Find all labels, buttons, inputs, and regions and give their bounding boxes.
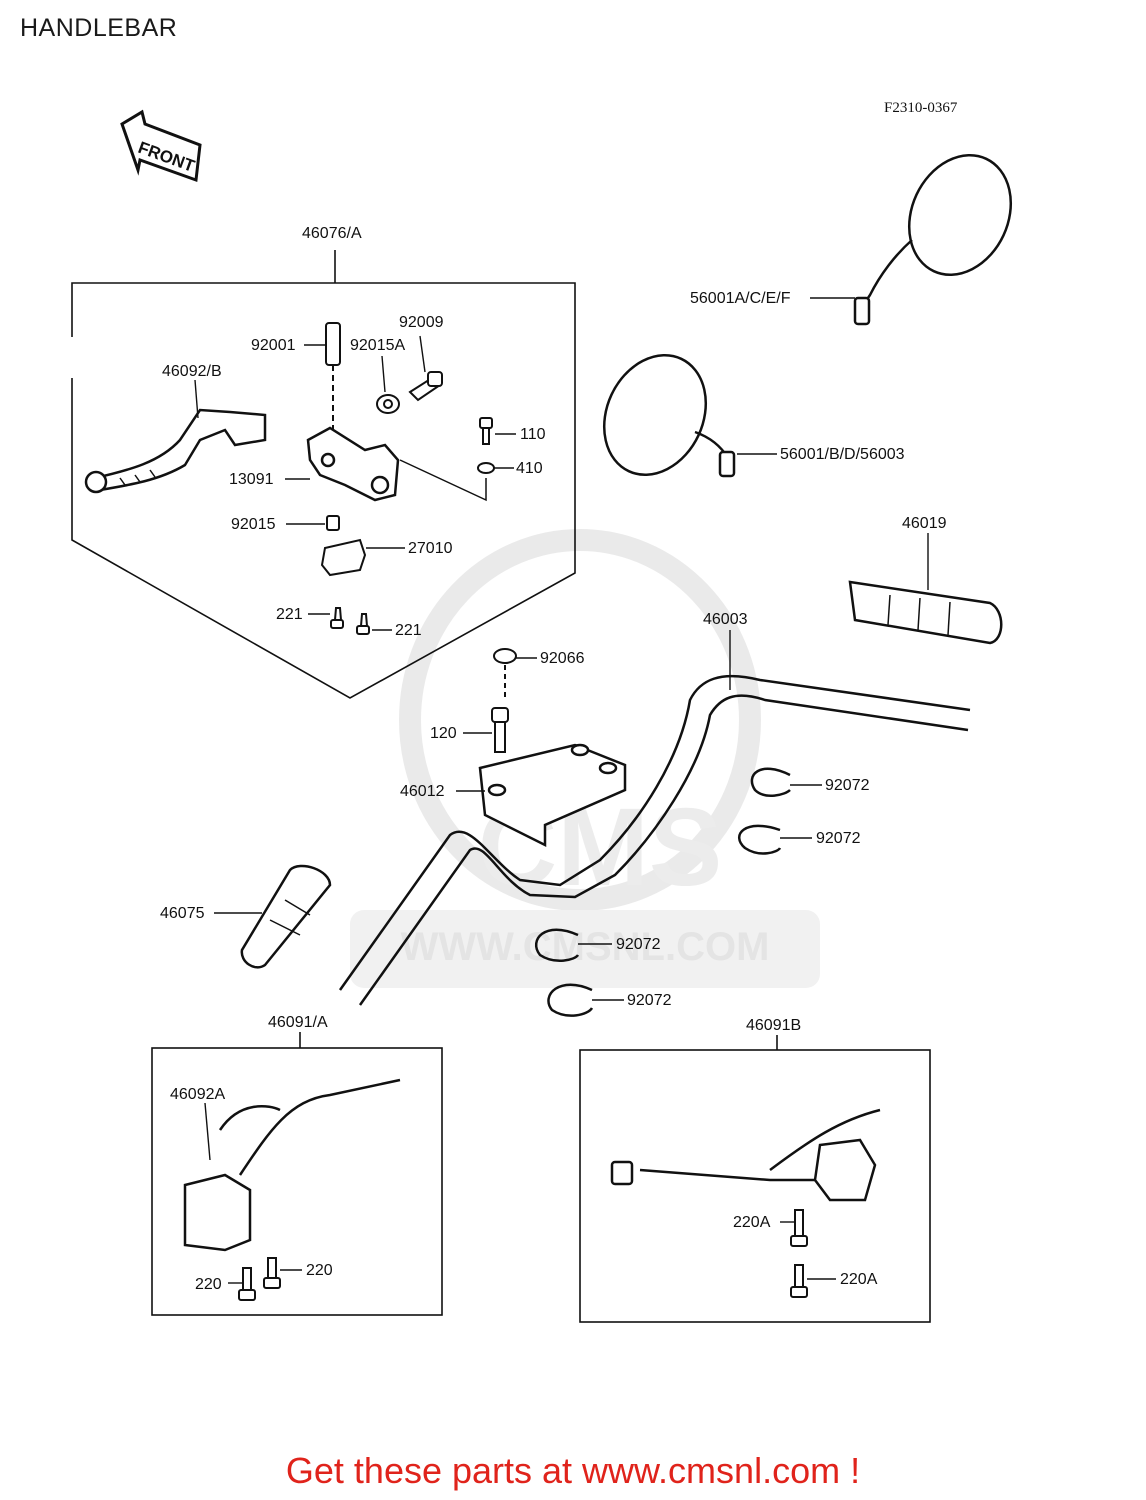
part-label-220-a[interactable]: 220 xyxy=(306,1262,333,1279)
part-label-92066[interactable]: 92066 xyxy=(540,650,585,667)
grip-right xyxy=(848,580,1003,645)
part-label-13091[interactable]: 13091 xyxy=(229,471,274,488)
promo-link[interactable]: Get these parts at www.cmsnl.com ! xyxy=(285,1450,861,1491)
group-label-lever-assembly[interactable]: 46076/A xyxy=(302,225,362,242)
group-label-right-switch[interactable]: 46091B xyxy=(746,1017,802,1034)
part-label-46003[interactable]: 46003 xyxy=(703,611,748,628)
part-label-92009[interactable]: 92009 xyxy=(399,314,444,331)
screws-221 xyxy=(330,607,370,635)
right-switch-box xyxy=(579,1035,931,1323)
part-label-27010[interactable]: 27010 xyxy=(408,540,453,557)
screws-220 xyxy=(238,1257,281,1301)
nut-92015 xyxy=(326,515,340,531)
cap-92066 xyxy=(493,648,517,700)
bolt-92001 xyxy=(325,322,341,430)
part-label-92072-b[interactable]: 92072 xyxy=(816,830,861,847)
mirror-left xyxy=(602,354,736,478)
part-label-220-b[interactable]: 220 xyxy=(195,1276,222,1293)
part-label-110[interactable]: 110 xyxy=(520,426,546,443)
part-label-46092b[interactable]: 46092/B xyxy=(162,363,222,380)
front-arrow-icon: FRONT xyxy=(120,109,202,183)
group-label-left-switch[interactable]: 46091/A xyxy=(268,1014,328,1031)
part-label-46075[interactable]: 46075 xyxy=(160,905,205,922)
part-label-92072-a[interactable]: 92072 xyxy=(825,777,870,794)
nut-410 xyxy=(399,459,495,502)
part-label-46092a[interactable]: 46092A xyxy=(170,1086,226,1103)
part-label-220a-b[interactable]: 220A xyxy=(840,1271,878,1288)
right-switch-housing xyxy=(610,1108,881,1202)
part-label-46019[interactable]: 46019 xyxy=(902,515,947,532)
bolt-120 xyxy=(491,707,509,753)
part-label-410[interactable]: 410 xyxy=(516,460,543,477)
left-switch-housing xyxy=(183,1078,401,1252)
part-label-220a-a[interactable]: 220A xyxy=(733,1214,771,1231)
handlebar-clamp xyxy=(478,743,627,848)
leader-lines xyxy=(194,297,929,1284)
handlebar-tube xyxy=(338,674,971,1006)
mirror-right xyxy=(853,154,1013,326)
switch-27010 xyxy=(320,538,367,577)
screw-92009 xyxy=(408,371,443,402)
part-label-46012[interactable]: 46012 xyxy=(400,783,445,800)
part-label-92072-d[interactable]: 92072 xyxy=(627,992,672,1009)
grip-left xyxy=(240,864,332,969)
part-label-120[interactable]: 120 xyxy=(430,725,457,742)
page-title: HANDLEBAR xyxy=(20,14,178,42)
clutch-lever xyxy=(84,408,267,494)
part-label-92001[interactable]: 92001 xyxy=(251,337,296,354)
part-label-221-b[interactable]: 221 xyxy=(395,622,422,639)
left-switch-box xyxy=(151,1032,443,1316)
bolt-110 xyxy=(479,417,493,445)
nut-92015a xyxy=(376,394,400,414)
part-label-92015[interactable]: 92015 xyxy=(231,516,276,533)
part-label-56001acef[interactable]: 56001A/C/E/F xyxy=(690,290,791,307)
clips-92072 xyxy=(534,767,791,1017)
lever-bracket xyxy=(306,426,400,502)
screws-220a xyxy=(790,1209,808,1298)
watermark-url: WWW.CMSNL.COM xyxy=(401,925,770,969)
part-label-92072-c[interactable]: 92072 xyxy=(616,936,661,953)
reference-code: F2310-0367 xyxy=(884,100,958,116)
lever-assembly-box xyxy=(71,250,576,699)
part-label-92015a[interactable]: 92015A xyxy=(350,337,406,354)
part-label-221-a[interactable]: 221 xyxy=(276,606,303,623)
part-label-56001bd[interactable]: 56001/B/D/56003 xyxy=(780,446,905,463)
